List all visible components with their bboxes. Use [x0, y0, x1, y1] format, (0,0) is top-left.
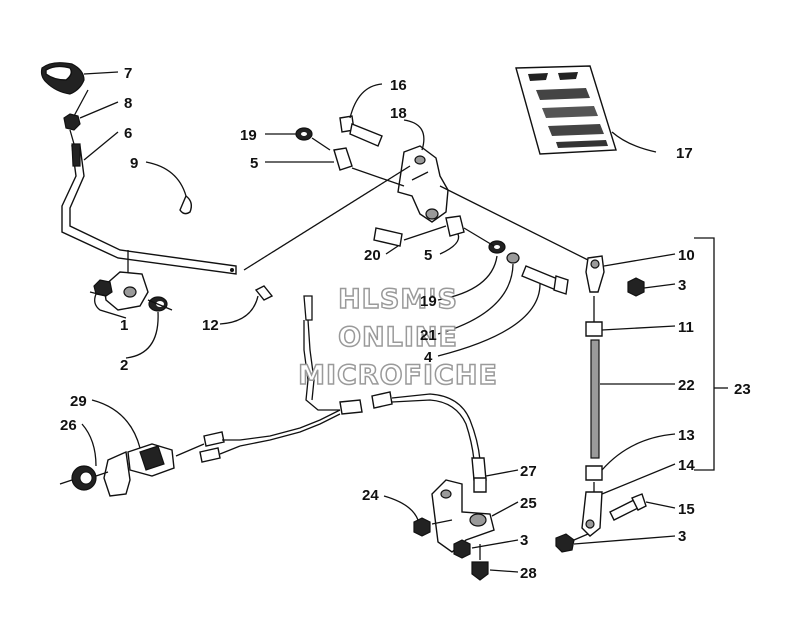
callout-18: 18: [390, 105, 407, 122]
callout-13: 13: [678, 427, 695, 444]
callout-21: 21: [420, 327, 437, 344]
callout-26: 26: [60, 417, 77, 434]
callout-28: 28: [520, 565, 537, 582]
callout-11: 11: [678, 319, 694, 336]
part-bolt-15: [609, 493, 647, 521]
part-grommet-26: [71, 465, 97, 491]
watermark-line-2: ONLINE: [338, 322, 458, 353]
part-washer-19-top: [295, 127, 313, 141]
part-pin-12: [254, 285, 274, 301]
part-bracket-18: [397, 145, 449, 223]
callout-4: 4: [424, 349, 433, 366]
callout-16: 16: [390, 77, 407, 94]
part-switch-27: [473, 477, 487, 493]
callout-3b: 3: [520, 532, 528, 549]
callout-22: 22: [678, 377, 695, 394]
callout-15: 15: [678, 501, 695, 518]
part-wire-harness: [199, 295, 487, 481]
part-switch-bracket-25: [431, 479, 495, 553]
callout-3c: 3: [678, 528, 686, 545]
callout-27: 27: [520, 463, 537, 480]
callout-9: 9: [130, 155, 138, 172]
part-shift-lever: [61, 143, 237, 275]
part-cap-28: [471, 561, 489, 581]
assembly-lines: [59, 89, 595, 560]
watermark-line-3: MICROFICHE: [298, 360, 498, 391]
part-bushing-5-mid: [445, 215, 465, 237]
part-lockwasher-21: [506, 252, 520, 264]
callout-2: 2: [120, 357, 128, 374]
part-cotter-pin: [179, 194, 193, 215]
callout-19a: 19: [240, 127, 257, 144]
callout-20: 20: [364, 247, 381, 264]
callout-25: 25: [520, 495, 537, 512]
part-threaded-rod-22: [590, 339, 600, 459]
part-bolt-4: [521, 265, 569, 295]
part-nut-3-top: [627, 277, 645, 297]
callout-5b: 5: [424, 247, 432, 264]
part-nut-24: [413, 517, 431, 537]
callout-1: 1: [120, 317, 128, 334]
decal-label-17: [515, 65, 617, 155]
callout-6: 6: [124, 125, 132, 142]
callout-5a: 5: [250, 155, 258, 172]
part-jam-nut-13: [585, 465, 603, 481]
callout-8: 8: [124, 95, 132, 112]
part-pivot-plate: [93, 271, 149, 311]
part-jam-nut-11: [585, 321, 603, 337]
callout-23: 23: [734, 381, 751, 398]
watermark-line-1: HLSM'S: [338, 284, 458, 315]
part-bushing-5-top: [333, 147, 353, 171]
callout-29: 29: [70, 393, 87, 410]
watermark: HLSM'S ONLINE MICROFICHE: [297, 283, 498, 392]
callout-24: 24: [362, 487, 379, 504]
part-rod-end-10: [585, 255, 605, 293]
part-shift-knob: [40, 62, 85, 95]
callout-labels: 1 2 3 3 3 4 5 5 6 7 8 9 10 11 12 13 14 1…: [60, 65, 751, 582]
part-bolt-16: [339, 115, 383, 147]
part-washer-19-mid: [488, 240, 506, 254]
leader-lines: [79, 71, 728, 573]
part-rod-end-14: [581, 491, 603, 537]
callout-3a: 3: [678, 277, 686, 294]
part-nut-3-bottom: [555, 533, 575, 553]
callout-10: 10: [678, 247, 695, 264]
part-switch-29: [103, 443, 175, 497]
callout-19b: 19: [420, 293, 437, 310]
part-nut-3-bracket: [453, 539, 471, 559]
callout-17: 17: [676, 145, 693, 162]
part-spacer-20: [373, 227, 403, 247]
callout-12: 12: [202, 317, 219, 334]
callout-7: 7: [124, 65, 132, 82]
part-nut-8: [63, 113, 81, 131]
callout-14: 14: [678, 457, 695, 474]
